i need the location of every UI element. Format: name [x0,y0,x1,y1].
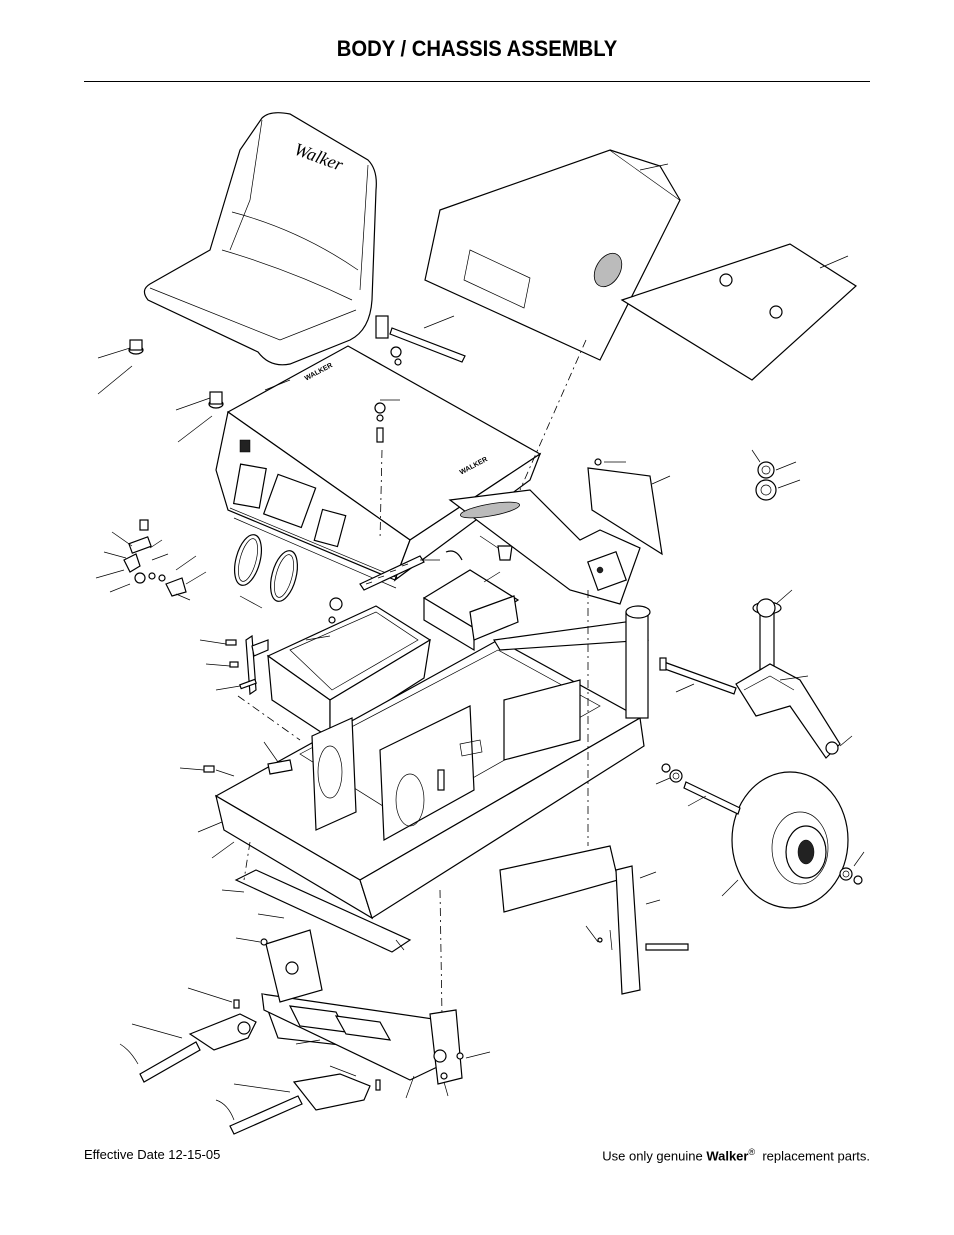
under-tray-part [221,869,412,953]
control-plate-part [448,489,641,605]
effective-date: Effective Date 12-15-05 [84,1147,221,1162]
body-hardware-parts [374,315,466,443]
floor-plate-part [620,243,857,381]
lever-bracket-part [199,634,269,696]
genuine-parts-note: Use only genuine Walker® replacement par… [602,1147,870,1163]
seat-mount-parts [97,339,224,443]
deck-lift-frame-part [235,929,491,1099]
note-prefix: Use only genuine [602,1148,707,1164]
seat-part: Walker [143,112,377,366]
chassis-frame-part [197,605,651,920]
exploded-parts-diagram: Walker WALKER WALKER [95,112,865,1135]
access-plate-part [587,458,671,556]
header-rule [84,81,870,82]
storage-box-part [266,605,432,740]
guard-part [422,569,520,652]
side-shield-parts [499,845,689,995]
hood-part [424,149,681,361]
spring-bar-part [359,550,463,591]
body-panel-part: WALKER WALKER [215,345,542,589]
belt-parts [233,534,299,609]
registered-mark: ® [748,1147,756,1157]
caster-fork-part [735,449,853,759]
wheel-part [655,763,865,909]
brand-name: Walker [706,1148,749,1164]
lift-arm-parts [119,987,381,1135]
fork-bolt-part [659,657,737,695]
page-title: BODY / CHASSIS ASSEMBLY [336,36,618,61]
assembly-center-lines [237,339,589,1017]
frame-hardware-parts [179,741,445,791]
note-suffix: replacement parts. [755,1148,870,1164]
latch-parts [95,519,207,601]
knob-parts [328,535,513,624]
